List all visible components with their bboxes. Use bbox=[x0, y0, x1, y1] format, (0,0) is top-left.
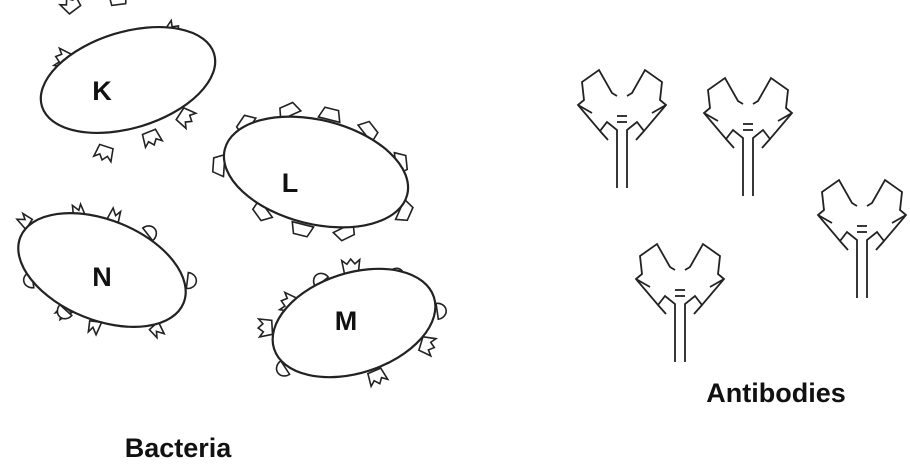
bacteria-caption: Bacteria bbox=[125, 433, 233, 463]
bacterium-m-label: M bbox=[335, 306, 358, 336]
bacterium-k-label: K bbox=[92, 76, 112, 106]
antibody-4 bbox=[635, 243, 725, 363]
antibody-3 bbox=[817, 179, 907, 299]
bacterium-n: N bbox=[14, 201, 199, 340]
antibody-2 bbox=[703, 77, 793, 197]
bacterium-n-body bbox=[17, 212, 187, 328]
bacterium-m-body bbox=[271, 267, 437, 379]
bacterium-l-label: L bbox=[282, 168, 299, 198]
antibodies-caption: Antibodies bbox=[706, 378, 846, 408]
bacterium-l: L bbox=[211, 100, 416, 244]
bacterium-m: M bbox=[256, 257, 449, 389]
bacterium-l-body bbox=[222, 115, 410, 229]
bacterium-k: K bbox=[39, 0, 217, 164]
antibody-1 bbox=[577, 69, 667, 189]
bacterium-k-body bbox=[39, 25, 217, 135]
bacterium-n-label: N bbox=[92, 262, 112, 292]
